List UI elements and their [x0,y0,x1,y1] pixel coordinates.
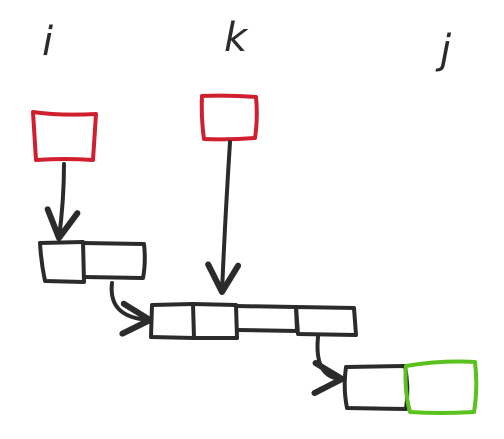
label-i: i [42,19,54,65]
arrow-i [44,162,81,241]
node-1-cell-1 [38,240,86,284]
pointer-box-i [31,110,98,162]
connector-1-2 [109,281,153,337]
node-2-cell-3 [234,304,299,333]
pointer-box-k [199,93,259,142]
label-j: j [440,27,452,73]
node-2-cell-4 [294,305,358,337]
connector-2-3 [311,335,345,397]
node-3-cell-1 [342,364,410,411]
label-k: k [224,15,248,61]
node-1-cell-2 [81,241,147,280]
node-2-cell-1 [149,302,196,340]
node-2-cell-2 [191,302,239,340]
arrow-k [205,140,242,295]
node-3-cell-target [403,359,479,415]
